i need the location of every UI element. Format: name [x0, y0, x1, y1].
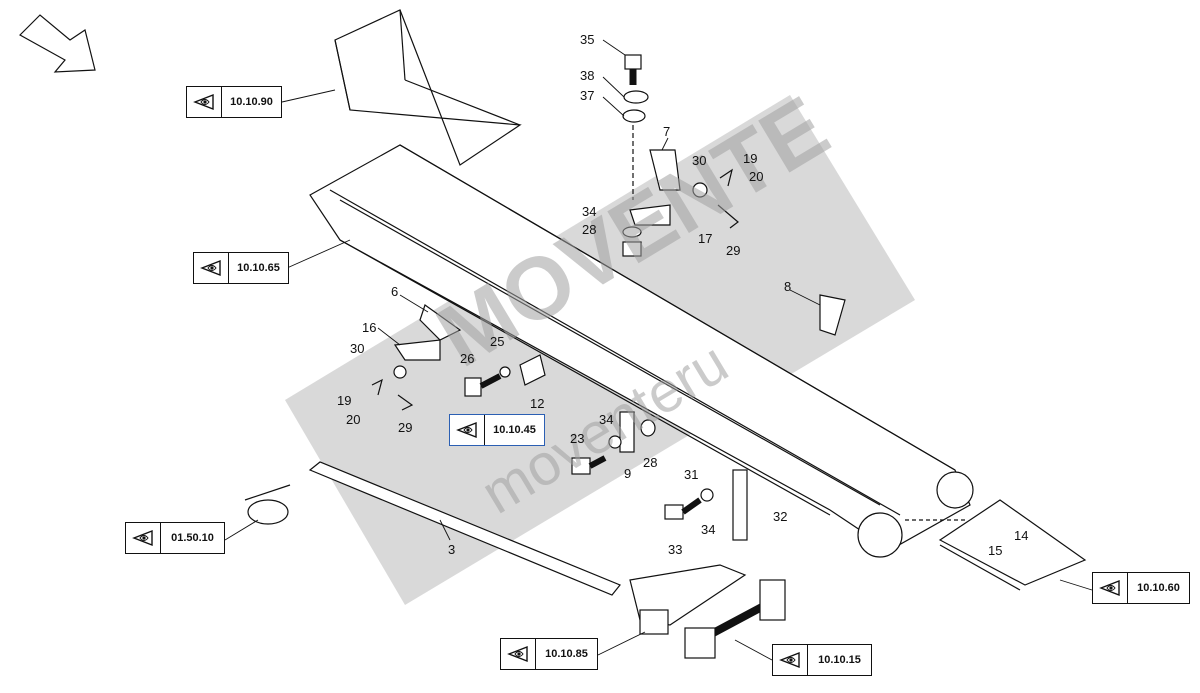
- callout-14: 14: [1014, 528, 1029, 543]
- callout-34b: 34: [599, 412, 614, 427]
- callout-19b: 19: [337, 393, 352, 408]
- callout-16: 16: [362, 320, 377, 335]
- callout-34c: 34: [701, 522, 716, 537]
- reference-code: 10.10.45: [493, 424, 536, 436]
- callout-29b: 29: [398, 420, 413, 435]
- callout-32: 32: [773, 509, 788, 524]
- reference-code: 10.10.90: [230, 96, 273, 108]
- callout-20b: 20: [346, 412, 361, 427]
- view-eye-icon: [1093, 573, 1128, 603]
- callout-7: 7: [663, 124, 671, 139]
- reference-box-10-10-65[interactable]: 10.10.65: [193, 252, 289, 284]
- callout-19: 19: [743, 151, 758, 166]
- callout-31: 31: [684, 467, 699, 482]
- view-eye-icon: [450, 415, 485, 445]
- view-eye-icon: [501, 639, 536, 669]
- reference-code: 01.50.10: [171, 532, 214, 544]
- callout-28: 28: [582, 222, 597, 237]
- callout-29: 29: [726, 243, 741, 258]
- view-eye-icon: [194, 253, 229, 283]
- view-eye-icon: [126, 523, 161, 553]
- callout-25: 25: [490, 334, 505, 349]
- callout-20: 20: [749, 169, 764, 184]
- reference-box-10-10-15[interactable]: 10.10.15: [772, 644, 872, 676]
- callout-23: 23: [570, 431, 585, 446]
- callout-26: 26: [460, 351, 475, 366]
- reference-code: 10.10.65: [237, 262, 280, 274]
- reference-box-10-10-90[interactable]: 10.10.90: [186, 86, 282, 118]
- reference-box-01-50-10[interactable]: 01.50.10: [125, 522, 225, 554]
- reference-box-10-10-85[interactable]: 10.10.85: [500, 638, 598, 670]
- view-eye-icon: [187, 87, 222, 117]
- reference-box-10-10-45[interactable]: 10.10.45: [449, 414, 545, 446]
- callout-35: 35: [580, 32, 595, 47]
- callout-3: 3: [448, 542, 456, 557]
- callout-33: 33: [668, 542, 683, 557]
- callout-8: 8: [784, 279, 792, 294]
- callout-30b: 30: [350, 341, 365, 356]
- callout-28b: 28: [643, 455, 658, 470]
- callout-37: 37: [580, 88, 595, 103]
- callout-17: 17: [698, 231, 713, 246]
- reference-code: 10.10.60: [1137, 582, 1180, 594]
- callout-30: 30: [692, 153, 707, 168]
- callout-12: 12: [530, 396, 545, 411]
- callout-34: 34: [582, 204, 597, 219]
- reference-code: 10.10.85: [545, 648, 588, 660]
- callout-6: 6: [391, 284, 399, 299]
- callout-15: 15: [988, 543, 1003, 558]
- callout-38: 38: [580, 68, 595, 83]
- view-eye-icon: [773, 645, 808, 675]
- reference-code: 10.10.15: [818, 654, 861, 666]
- reference-box-10-10-60[interactable]: 10.10.60: [1092, 572, 1190, 604]
- callout-9: 9: [624, 466, 632, 481]
